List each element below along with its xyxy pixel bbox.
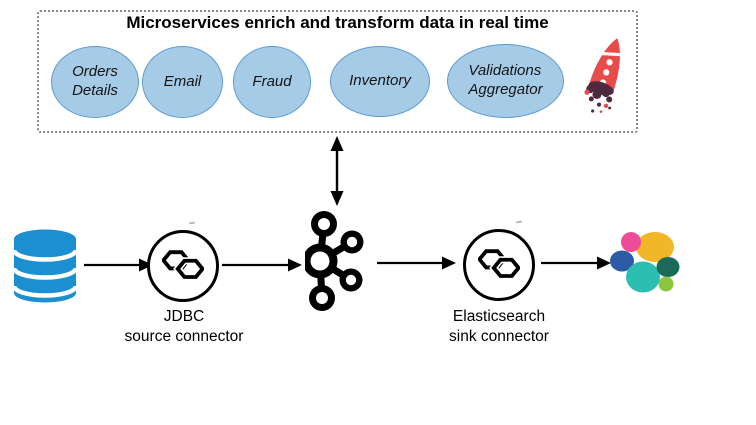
source-connector-label-line1: JDBC [163, 308, 205, 325]
sink-connector-label-line2: sink connector [449, 328, 549, 345]
service-ellipse-validations-aggregator: Validations Aggregator [447, 44, 564, 118]
stray-mark [515, 220, 523, 224]
service-ellipse-fraud: Fraud [233, 46, 311, 118]
service-label: Orders Details [72, 63, 118, 99]
sink-connector-label-line1: Elasticsearch [452, 308, 546, 325]
service-ellipse-email: Email [142, 46, 223, 118]
service-ellipse-orders-details: Orders Details [51, 46, 139, 118]
database-icon [12, 229, 78, 303]
jdbc-source-connector-icon [147, 230, 219, 302]
elasticsearch-sink-connector-icon [463, 229, 535, 301]
microservices-title: Microservices enrich and transform data … [126, 13, 549, 32]
source-connector-label: JDBC source connector [84, 307, 284, 347]
elasticsearch-logo-icon [610, 232, 680, 293]
sink-connector-label: Elasticsearch sink connector [399, 307, 599, 347]
service-label: Fraud [252, 72, 292, 90]
service-label: Email [163, 72, 202, 90]
stray-mark [188, 221, 196, 225]
source-connector-label-line2: source connector [124, 328, 244, 345]
service-label: Validations Aggregator [468, 62, 543, 98]
service-ellipse-inventory: Inventory [330, 46, 430, 117]
kafka-connect-icon [478, 248, 520, 280]
kafka-connect-icon [162, 249, 204, 281]
rocket-icon [584, 38, 628, 113]
service-label: Inventory [349, 72, 411, 90]
kafka-logo-icon [305, 211, 364, 311]
